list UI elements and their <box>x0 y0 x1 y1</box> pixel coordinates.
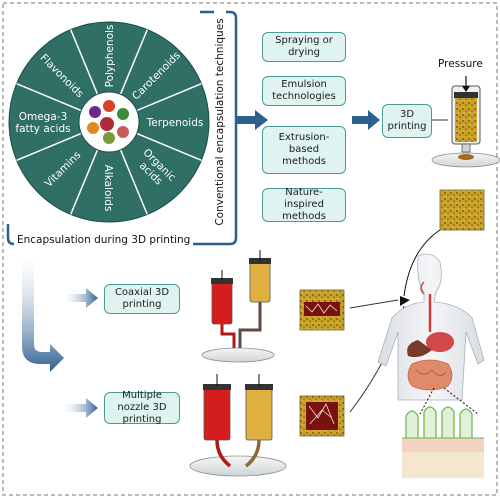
food-item-icon <box>87 122 99 134</box>
arrow-down-right <box>22 258 64 372</box>
3d-printing-label: 3D printing <box>387 109 427 132</box>
multi-nozzle-box: Multiple nozzle 3D printing <box>104 390 180 425</box>
multi-nozzle-label: Multiple nozzle 3D printing <box>117 390 167 425</box>
food-item-icon <box>117 126 129 138</box>
wheel-bracket <box>6 10 238 246</box>
wheel-segment-label: Terpenoids <box>146 117 204 129</box>
arrow-to-body-3 <box>403 229 441 297</box>
spraying-label: Spraying or drying <box>275 35 333 58</box>
arrow-to-multi <box>64 398 98 418</box>
extrusion-box: Extrusion-based methods <box>262 126 346 174</box>
arrow-to-body-1 <box>349 299 399 309</box>
extrusion-label: Extrusion-based methods <box>278 132 330 167</box>
pressure-label: Pressure <box>438 58 483 70</box>
coaxial-setup <box>201 250 275 363</box>
wheel-divider <box>136 83 202 112</box>
wheel-divider <box>70 149 99 215</box>
coaxial-printing-label: Coaxial 3D printing <box>114 287 170 310</box>
encapsulation-3d-label: Encapsulation during 3D printing <box>14 234 194 246</box>
arrow-right-1 <box>237 110 268 130</box>
multi-print-sample <box>299 395 345 437</box>
coaxial-print-sample <box>299 289 345 331</box>
multi-nozzle-setup <box>189 374 287 477</box>
spraying-drying-box: Spraying or drying <box>262 32 346 62</box>
emulsion-label: Emulsion technologies <box>272 79 336 102</box>
digestive-system-figure <box>377 253 485 401</box>
coaxial-printing-box: Coaxial 3D printing <box>104 284 180 314</box>
wheel-segment-label: Polyphenols <box>104 25 116 88</box>
food-item-icon <box>100 117 114 131</box>
arrow-to-coaxial <box>64 288 98 308</box>
emulsion-box: Emulsion technologies <box>262 76 346 106</box>
conventional-techniques-label: Conventional encapsulation techniques <box>214 8 226 236</box>
wheel-divider <box>119 29 148 95</box>
villi-detail <box>402 406 484 478</box>
food-item-icon <box>117 108 129 120</box>
wheel-divider <box>70 29 99 95</box>
wheel-divider <box>16 132 82 161</box>
3d-printing-box: 3D printing <box>382 104 432 138</box>
speckle-square-top <box>439 189 485 231</box>
wheel-divider <box>136 132 202 161</box>
wheel-segment-label: Alkaloids <box>102 165 114 212</box>
food-item-icon <box>89 106 101 118</box>
food-item-icon <box>103 100 115 112</box>
wheel-divider <box>119 149 148 215</box>
food-item-icon <box>103 132 115 144</box>
arrow-right-2 <box>352 110 380 130</box>
pressure-syringe <box>431 76 500 168</box>
wheel-divider <box>16 83 82 112</box>
nature-inspired-label: Nature-inspired methods <box>282 187 326 222</box>
nature-inspired-box: Nature-inspired methods <box>262 187 346 222</box>
zoom-lines <box>419 387 479 415</box>
